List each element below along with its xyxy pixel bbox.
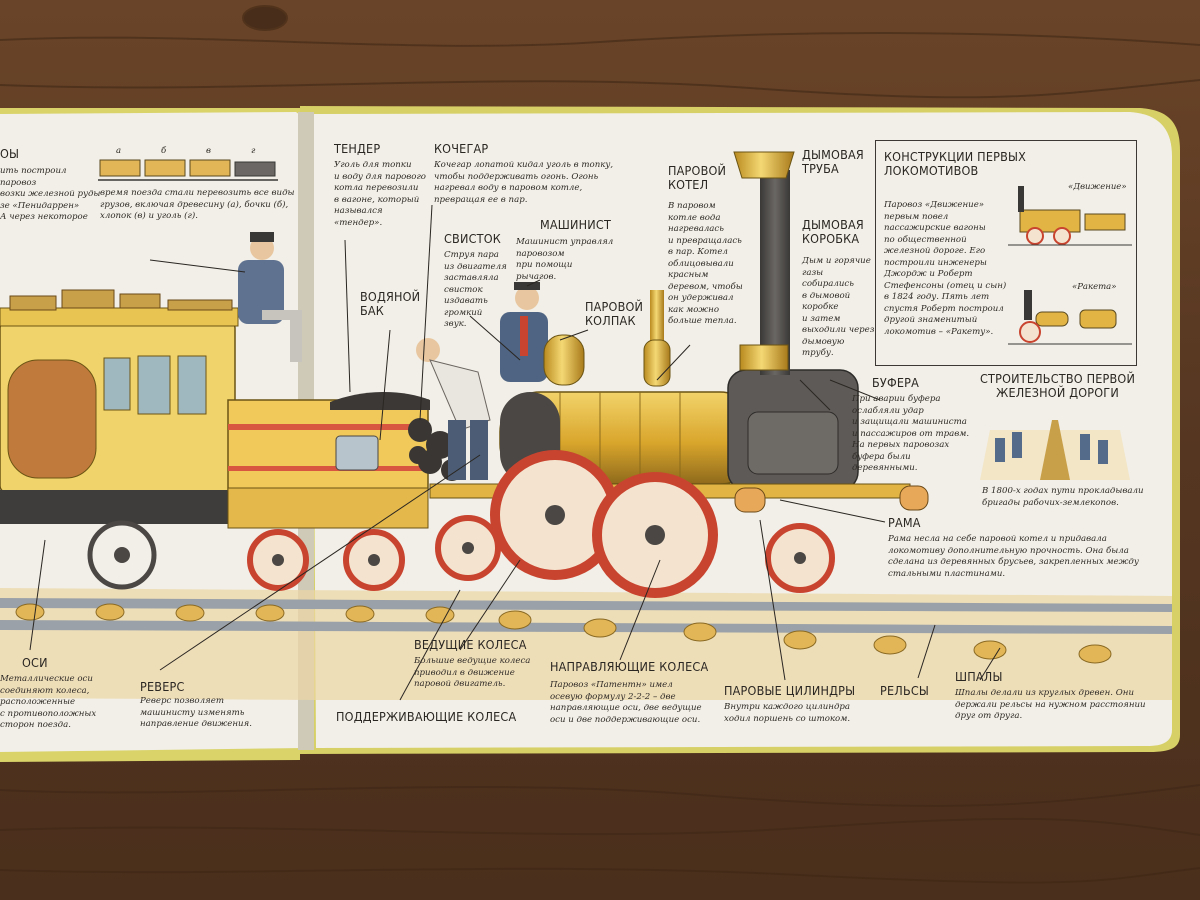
wagon-letter-b: б bbox=[161, 146, 167, 156]
guard-figure bbox=[238, 232, 302, 362]
stoker-figure bbox=[416, 338, 491, 480]
stoker-text: Кочегар лопатой кидал уголь в топку, что… bbox=[434, 160, 614, 205]
sleepers-text: Шпалы делали из круглых древен. Они держ… bbox=[955, 688, 1146, 721]
cylinders-title: ПАРОВЫЕ ЦИЛИНДРЫ bbox=[724, 683, 856, 698]
whistle-title: СВИСТОК bbox=[444, 231, 501, 246]
locomotion-illustration bbox=[1008, 186, 1132, 246]
steam-dome-title: ПАРОВОЙ КОЛПАК bbox=[585, 299, 644, 328]
cylinders-text: Внутри каждого цилиндра ходил поршень со… bbox=[724, 702, 851, 724]
leading-wheels-title: НАПРАВЛЯЮЩИЕ КОЛЕСА bbox=[550, 659, 709, 674]
left-page-top-title: ОЫ bbox=[0, 146, 20, 161]
tender-text: Уголь для топки и воду для парового котл… bbox=[334, 160, 426, 228]
buffers-text: При аварии буфера ослабляли удар и защищ… bbox=[852, 394, 970, 473]
reverse-text: Реверс позволяет машинисту изменять напр… bbox=[140, 696, 252, 729]
wagons-text: время поезда стали перевозить все виды г… bbox=[100, 188, 295, 221]
smokebox-title: ДЫМОВАЯ КОРОБКА bbox=[802, 217, 864, 246]
water-tank-title: ВОДЯНОЙ БАК bbox=[360, 289, 421, 318]
leader-lines bbox=[29, 204, 1001, 701]
track-ground bbox=[0, 588, 1172, 700]
smokebox-text: Дым и горячие газы собирались в дымовой … bbox=[802, 256, 875, 358]
frame-title: РАМА bbox=[888, 515, 921, 530]
sidebar-title: КОНСТРУКЦИИ ПЕРВЫХ ЛОКОМОТИВОВ bbox=[884, 149, 1027, 178]
chimney-title: ДЫМОВАЯ ТРУБА bbox=[802, 147, 864, 176]
leading-wheels bbox=[435, 515, 835, 593]
driving-wheels bbox=[490, 450, 718, 598]
tender bbox=[227, 391, 430, 591]
tender-title: ТЕНДЕР bbox=[334, 141, 381, 156]
wood-grain bbox=[0, 5, 1200, 884]
leading-wheels-text: Паровоз «Патентн» имел осевую формулу 2-… bbox=[550, 680, 702, 725]
axles-title: ОСИ bbox=[22, 655, 48, 670]
reverse-title: РЕВЕРС bbox=[140, 679, 185, 694]
construction-title: СТРОИТЕЛЬСТВО ПЕРВОЙ ЖЕЛЕЗНОЙ ДОРОГИ bbox=[980, 371, 1136, 400]
sleepers-title: ШПАЛЫ bbox=[955, 669, 1003, 684]
rails-title: РЕЛЬСЫ bbox=[880, 683, 930, 698]
trailing-wheels-title: ПОДДЕРЖИВАЮЩИЕ КОЛЕСА bbox=[336, 709, 517, 724]
construction-text: В 1800-х годах пути прокладывали бригады… bbox=[982, 486, 1144, 508]
sidebar-text: Паровоз «Движение» первым повел пассажир… bbox=[884, 200, 1007, 337]
railway-construction-illustration bbox=[980, 420, 1130, 480]
buffers-title: БУФЕРА bbox=[872, 375, 920, 390]
freight-wagons-illustration bbox=[98, 159, 278, 181]
rocket-illustration bbox=[1008, 290, 1132, 345]
boiler-text: В паровом котле вода нагревалась и превр… bbox=[668, 201, 743, 326]
locomotion-caption: «Движение» bbox=[1068, 182, 1127, 192]
driving-wheels-text: Большие ведущие колеса приводил в движен… bbox=[414, 656, 531, 689]
axles-text: Металлические оси соединяют колеса, расп… bbox=[0, 674, 97, 730]
driver-title: МАШИНИСТ bbox=[540, 217, 612, 232]
wagon-letter-g: г bbox=[251, 146, 256, 156]
frame-text: Рама несла на себе паровой котел и прида… bbox=[888, 534, 1139, 579]
left-page-top-text: ить построил паровоз возки железной руды… bbox=[0, 166, 101, 222]
whistle-text: Струя пара из двигателя заставляла свист… bbox=[444, 250, 507, 329]
early-locomotives-sidebar bbox=[875, 140, 1137, 366]
rocket-caption: «Ракета» bbox=[1072, 282, 1117, 292]
wagon-letter-a: а bbox=[116, 146, 122, 156]
driver-text: Машинист управлял паровозом при помощи р… bbox=[516, 237, 614, 282]
wagon-letter-v: в bbox=[206, 146, 211, 156]
driving-wheels-title: ВЕДУЩИЕ КОЛЕСА bbox=[414, 637, 527, 652]
stoker-title: КОЧЕГАР bbox=[434, 141, 489, 156]
boiler-title: ПАРОВОЙ КОТЕЛ bbox=[668, 163, 727, 192]
passenger-carriage bbox=[0, 289, 239, 590]
